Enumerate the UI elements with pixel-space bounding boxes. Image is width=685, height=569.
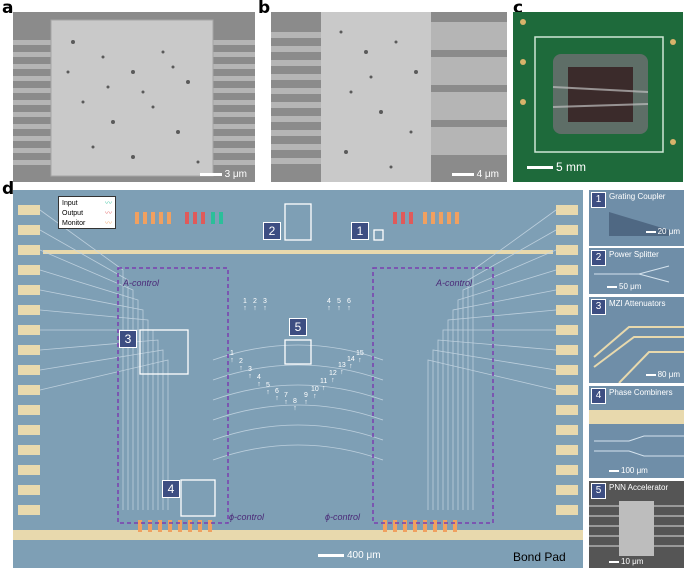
arrow-top-1: 1↑ — [243, 298, 247, 312]
legend-output-label: Output — [62, 209, 84, 217]
arrow-top-4: 4↑ — [327, 298, 331, 312]
scalebar-b: 4 μm — [451, 169, 499, 180]
arrow-top-5: 5↑ — [337, 298, 341, 312]
arrow-bottom-5: 5↑ — [266, 382, 270, 396]
box-label-4: 4 — [162, 480, 180, 498]
monitor-wave-icon: 〰 — [105, 220, 112, 227]
arrow-bottom-14: 14↑ — [347, 356, 355, 370]
arrow-bottom-7: 7↑ — [284, 392, 288, 406]
arrow-bottom-12: 12↑ — [329, 370, 337, 384]
inset-2-drawing — [594, 265, 670, 283]
input-wave-icon: 〰 — [105, 200, 112, 207]
legend-input-label: Input — [62, 199, 78, 207]
inset-1-number: 1 — [591, 192, 606, 208]
arrow-bottom-11: 11↑ — [320, 378, 328, 392]
scalebar-c: 5 mm — [527, 160, 586, 174]
inset-5-drawing — [589, 501, 684, 556]
inset-5-scalebar: 10 μm — [609, 557, 643, 566]
inset-2-title: Power Splitter — [609, 250, 659, 259]
inset-2: 2 Power Splitter 50 μm — [589, 248, 684, 294]
scalebar-c-label: 5 mm — [556, 160, 586, 174]
inset-1-scalebar: 20 μm — [645, 227, 680, 236]
inset-3-title: MZI Attenuators — [609, 299, 666, 308]
chip-layout: Input 〰 Output 〰 Monitor 〰 2 1 3 5 4 A-cont… — [13, 190, 583, 568]
arrow-bottom-2: 2↑ — [239, 358, 243, 372]
chip-layout-drawing — [13, 190, 583, 568]
inset-3-drawing — [593, 326, 684, 383]
arrow-bottom-9: 9↑ — [304, 392, 308, 406]
inset-4-title: Phase Combiners — [609, 388, 673, 397]
box-label-5: 5 — [289, 318, 307, 336]
inset-5-title: PNN Accelerator — [609, 483, 669, 492]
legend-input: Input 〰 — [62, 198, 112, 208]
box-label-3: 3 — [119, 330, 137, 348]
scalebar-a-label: 3 μm — [224, 169, 247, 180]
photo-c: 5 mm — [513, 12, 683, 182]
inset-2-scalebar: 50 μm — [607, 282, 641, 291]
box-label-2: 2 — [263, 222, 281, 240]
inset-3-scalebar: 80 μm — [645, 370, 680, 379]
inset-3-number: 3 — [591, 299, 606, 315]
inset-1: 1 Grating Coupler 20 μm — [589, 190, 684, 246]
inset-1-drawing — [609, 212, 669, 236]
a-control-left: A-control — [123, 278, 160, 288]
inset-4-drawing — [589, 410, 684, 457]
scalebar-d: 400 μm — [318, 550, 381, 561]
arrow-bottom-8: 8↑ — [293, 398, 297, 412]
panel-label-c: c — [513, 0, 524, 18]
arrow-top-3: 3↑ — [263, 298, 267, 312]
inset-4-number: 4 — [591, 388, 606, 404]
panel-label-a: a — [2, 0, 14, 18]
phi-control-right: ϕ-control — [325, 512, 361, 522]
sem-pattern-a — [13, 12, 255, 182]
scalebar-b-label: 4 μm — [476, 169, 499, 180]
inset-3: 3 MZI Attenuators 80 μm — [589, 297, 684, 383]
panel-label-d: d — [2, 179, 15, 199]
box-label-1: 1 — [351, 222, 369, 240]
phi-control-left: ϕ-control — [229, 512, 265, 522]
scalebar-a: 3 μm — [199, 169, 247, 180]
arrow-bottom-4: 4↑ — [257, 374, 261, 388]
legend: Input 〰 Output 〰 Monitor 〰 — [58, 196, 116, 229]
sem-pattern-b — [271, 12, 507, 182]
a-control-right: A-control — [436, 278, 473, 288]
inset-2-number: 2 — [591, 250, 606, 266]
arrow-bottom-3: 3↑ — [248, 366, 252, 380]
scalebar-d-label: 400 μm — [347, 550, 381, 561]
sem-image-a: 3 μm — [13, 12, 255, 182]
arrow-top-6: 6↑ — [347, 298, 351, 312]
arrow-top-2: 2↑ — [253, 298, 257, 312]
bond-pad-label: Bond Pad — [513, 550, 566, 564]
chip-photo-drawing — [513, 12, 683, 182]
arrow-bottom-15: 15↑ — [356, 350, 364, 364]
arrow-bottom-13: 13↑ — [338, 362, 346, 376]
inset-4: 4 Phase Combiners 100 μm — [589, 386, 684, 478]
legend-monitor: Monitor 〰 — [62, 218, 112, 228]
legend-output: Output 〰 — [62, 208, 112, 218]
legend-monitor-label: Monitor — [62, 219, 86, 227]
inset-5-number: 5 — [591, 483, 606, 499]
inset-5: 5 PNN Accelerator 10 μm — [589, 481, 684, 568]
sem-image-b: 4 μm — [271, 12, 507, 182]
panel-label-b: b — [258, 0, 271, 18]
arrow-bottom-10: 10↑ — [311, 386, 319, 400]
arrow-bottom-6: 6↑ — [275, 388, 279, 402]
inset-1-title: Grating Coupler — [609, 192, 666, 201]
inset-4-scalebar: 100 μm — [609, 466, 648, 475]
arrow-bottom-1: 1↑ — [230, 350, 234, 364]
output-wave-icon: 〰 — [105, 210, 112, 217]
